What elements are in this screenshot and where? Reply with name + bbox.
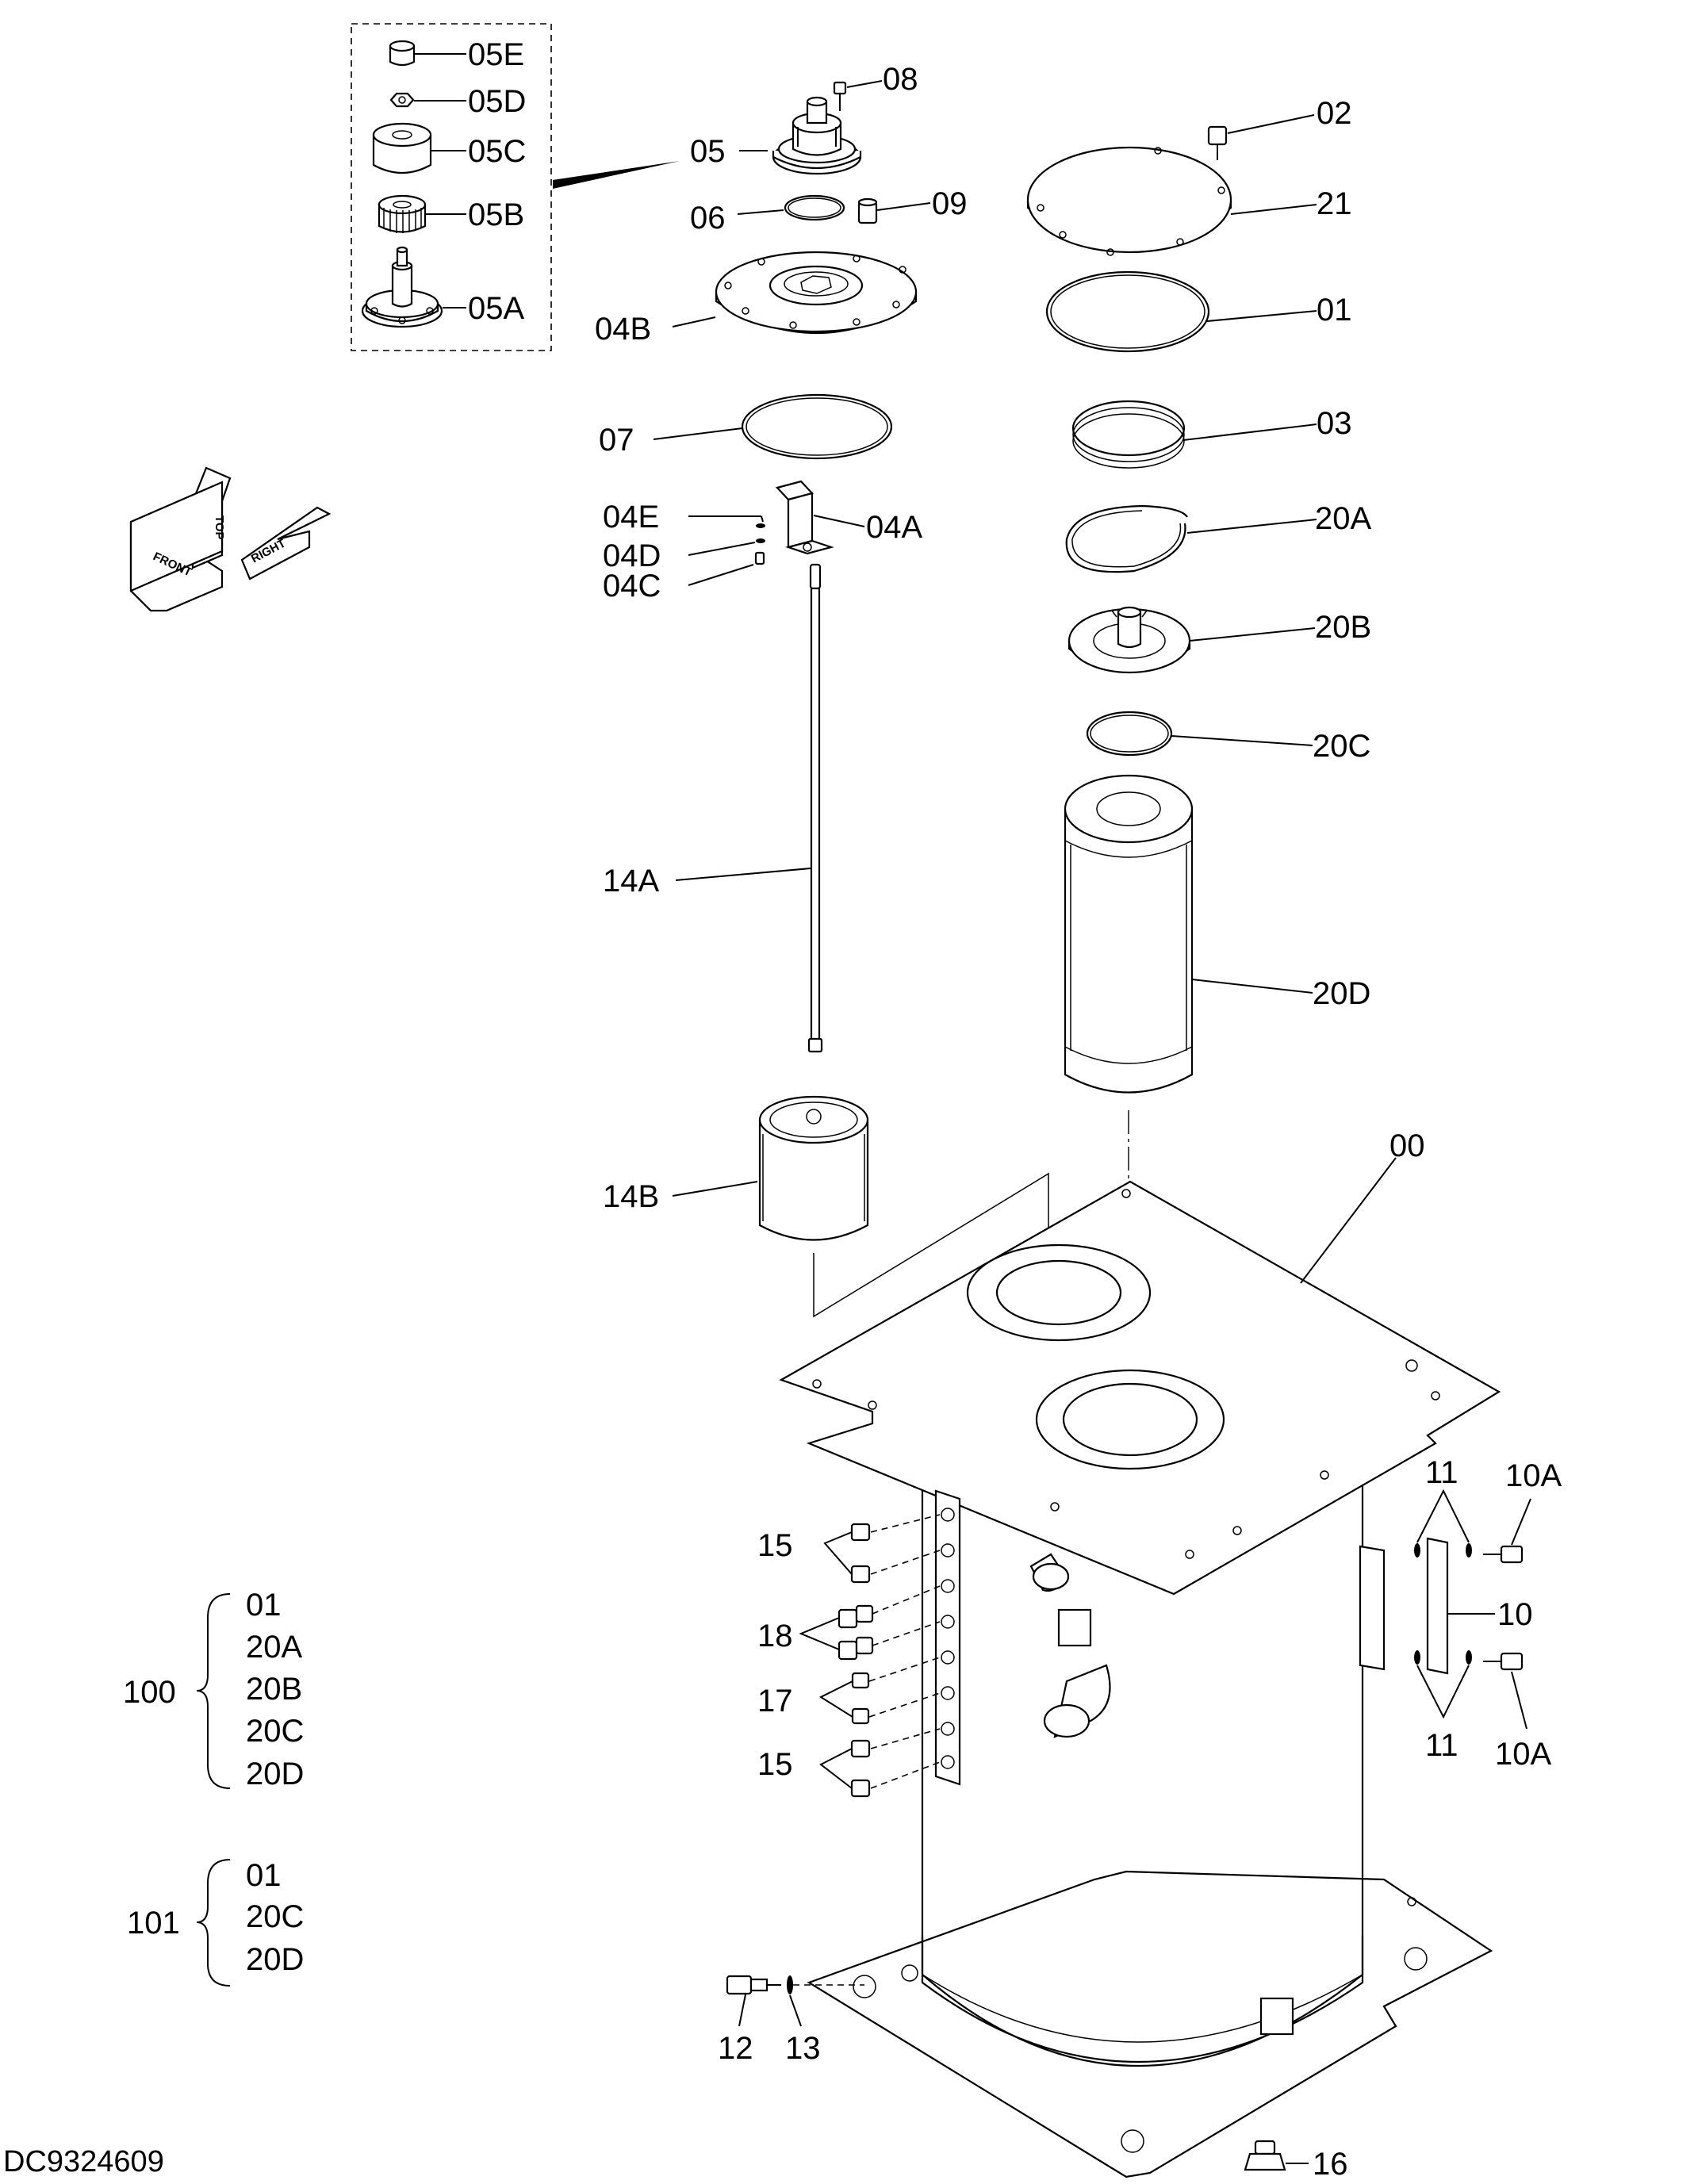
kit-100-item-5: 20D <box>246 1757 304 1791</box>
part-10A-bolts <box>1483 1498 1531 1730</box>
callout-14A: 14A <box>603 864 659 899</box>
callout-06: 06 <box>690 201 726 236</box>
callout-08: 08 <box>883 62 918 97</box>
part-09-bolt <box>857 197 931 224</box>
callout-12: 12 <box>718 2031 753 2066</box>
orientation-symbol: FRONT TOP RIGHT <box>129 466 332 612</box>
part-18-connectors <box>799 1585 941 1661</box>
callout-09: 09 <box>932 186 968 221</box>
kit-101-item-2: 20C <box>246 1899 304 1934</box>
part-04A-bracket <box>775 480 865 555</box>
part-15-plugs-top <box>823 1514 941 1584</box>
kit-101-number: 101 <box>127 1906 180 1941</box>
callout-03: 03 <box>1317 406 1352 441</box>
part-20D-filter-element <box>1064 774 1313 1094</box>
detail-pointer-arrow <box>553 161 680 189</box>
part-04C-screw <box>688 551 765 586</box>
callout-15-top: 15 <box>757 1528 793 1563</box>
detail-box-05: 05E 05D 05C 05B <box>351 23 552 351</box>
part-06-o-ring <box>737 194 845 221</box>
callout-04D: 04D <box>603 538 661 573</box>
part-05A-shaft-flange <box>361 246 466 328</box>
orientation-top-label: TOP <box>213 515 226 540</box>
kit-100-item-2: 20A <box>246 1630 302 1665</box>
callout-21: 21 <box>1317 186 1352 221</box>
kit-100-number: 100 <box>123 1675 176 1710</box>
callout-10: 10 <box>1497 1597 1533 1632</box>
part-10-sight-gauge <box>1426 1537 1495 1675</box>
callout-20B: 20B <box>1315 610 1371 645</box>
callout-00: 00 <box>1389 1128 1425 1163</box>
part-04B-cover-plate <box>672 251 918 334</box>
part-21-cover <box>1026 146 1317 256</box>
callout-05B: 05B <box>468 197 524 232</box>
part-04E-washer <box>688 515 765 528</box>
callout-11-top: 11 <box>1425 1455 1458 1490</box>
callout-17: 17 <box>757 1684 793 1718</box>
part-05E-cap <box>389 40 466 67</box>
part-16-drain-plug <box>1244 2140 1309 2171</box>
part-05D-nut <box>389 92 466 108</box>
part-00-tank-body <box>779 1157 1501 2178</box>
assembly-path-14B <box>813 1172 1049 1318</box>
detail-box-border <box>351 23 552 351</box>
callout-11-bottom: 11 <box>1425 1728 1458 1763</box>
part-04D-washer <box>688 538 765 556</box>
part-14B-float <box>672 1095 869 1241</box>
callout-01: 01 <box>1317 293 1352 328</box>
part-02-bolt <box>1207 114 1315 160</box>
callout-13: 13 <box>785 2031 821 2066</box>
callout-05C: 05C <box>468 134 526 169</box>
part-01-o-ring <box>1045 270 1317 353</box>
callout-10A-top: 10A <box>1505 1458 1562 1493</box>
part-20B-valve-plate <box>1067 606 1316 674</box>
part-20A-snap-ring <box>1065 504 1317 573</box>
kit-101-item-3: 20D <box>246 1942 304 1977</box>
callout-04C: 04C <box>603 569 661 603</box>
part-17-fittings <box>818 1657 941 1725</box>
callout-16: 16 <box>1313 2147 1348 2180</box>
kit-101-item-1: 01 <box>246 1858 282 1893</box>
callout-04B: 04B <box>595 312 651 347</box>
document-id: DC9324609 <box>3 2145 164 2178</box>
callout-05D: 05D <box>468 84 526 119</box>
callout-14B: 14B <box>603 1179 659 1214</box>
kit-101: 101 01 20C 20D <box>127 1858 304 1987</box>
callout-02: 02 <box>1317 96 1352 131</box>
part-12-sensor <box>726 1975 781 2027</box>
part-07-o-ring <box>653 393 893 460</box>
callout-15-bottom: 15 <box>757 1747 793 1782</box>
callout-05A: 05A <box>468 291 524 326</box>
kit-100: 100 01 20A 20B 20C 20D <box>123 1588 304 1791</box>
part-05-assembly <box>772 96 862 175</box>
callout-05: 05 <box>690 134 726 169</box>
part-14A-level-rod <box>675 563 823 1053</box>
callout-20A: 20A <box>1315 501 1371 536</box>
callout-20C: 20C <box>1313 729 1370 764</box>
part-13-o-ring <box>787 1975 864 2027</box>
callout-10A-bottom: 10A <box>1495 1737 1551 1772</box>
part-05B-gear <box>378 194 466 233</box>
part-11-seals <box>1414 1489 1472 1719</box>
kit-100-item-4: 20C <box>246 1714 304 1749</box>
callout-05E: 05E <box>468 37 524 72</box>
part-05C-bushing <box>372 122 466 174</box>
callout-20D: 20D <box>1313 976 1370 1011</box>
part-08-screw <box>833 80 883 111</box>
part-15-plugs-bottom <box>819 1728 941 1798</box>
callout-07: 07 <box>599 423 634 458</box>
part-03-spring <box>1071 400 1317 469</box>
callout-18: 18 <box>757 1619 793 1653</box>
part-20C-o-ring <box>1086 711 1313 757</box>
callout-04E: 04E <box>603 500 659 535</box>
kit-100-item-1: 01 <box>246 1588 282 1623</box>
callout-04A: 04A <box>866 510 922 545</box>
kit-100-item-3: 20B <box>246 1672 302 1707</box>
